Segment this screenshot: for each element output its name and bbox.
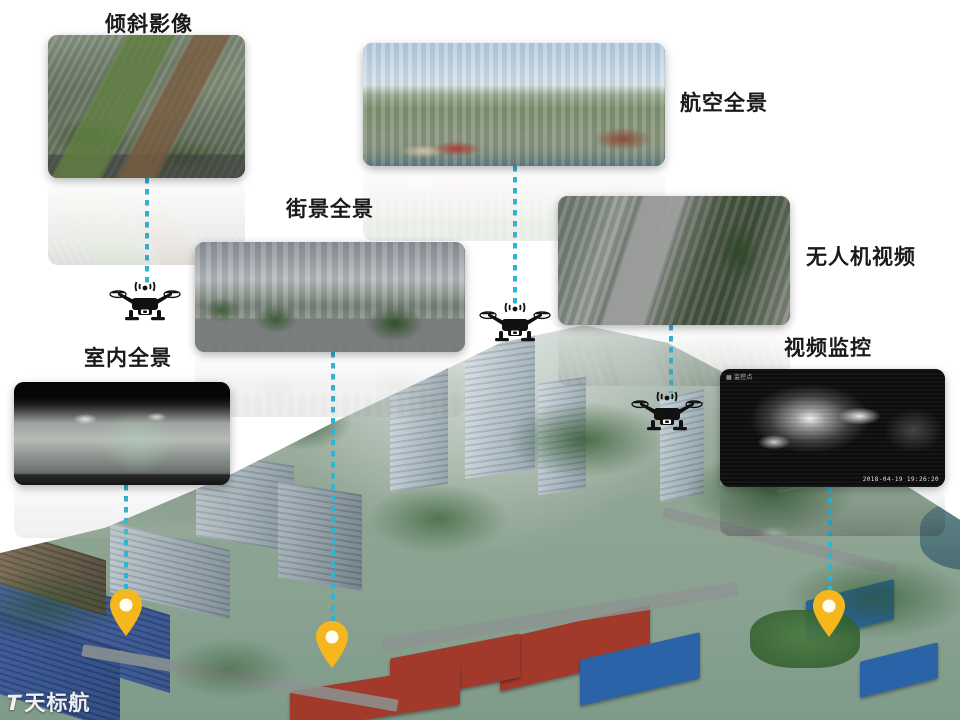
quadcopter-with-signal-icon <box>109 281 181 321</box>
reflection-indoor <box>14 486 230 538</box>
drone-icon-middle <box>478 302 552 354</box>
connector-street <box>331 352 335 624</box>
drone-icon-left <box>108 281 182 333</box>
thumb-oblique-aerial-construction-site <box>48 35 245 178</box>
map-pin-icon <box>813 590 845 637</box>
cctv-channel-tag: ▦ 监控点 <box>726 374 753 381</box>
quadcopter-with-signal-icon <box>631 391 703 431</box>
thumb-indoor-360-panorama-lobby <box>14 382 230 485</box>
label-cctv: 视频监控 <box>784 336 872 360</box>
roof <box>390 633 520 703</box>
cctv-timestamp: 2018-04-19 19:26:20 <box>862 476 939 483</box>
map-pin-middle[interactable] <box>314 620 350 674</box>
label-indoor-panorama: 室内全景 <box>84 346 172 370</box>
map-pin-right[interactable] <box>811 589 847 643</box>
map-pin-icon <box>316 621 348 668</box>
building <box>278 481 362 591</box>
card-cctv[interactable]: ▦ 监控点 2018-04-19 19:26:20 <box>720 369 945 487</box>
thumb-uav-video-street-topdown <box>558 196 790 325</box>
card-oblique[interactable] <box>48 35 245 178</box>
label-oblique: 倾斜影像 <box>105 12 193 36</box>
connector-cctv <box>828 487 832 593</box>
connector-indoor <box>124 485 128 593</box>
drone-icon-right <box>630 391 704 443</box>
label-uav-video: 无人机视频 <box>806 245 916 269</box>
card-uav-video[interactable] <box>558 196 790 325</box>
road <box>81 644 399 712</box>
thumb-aerial-360-panorama-city <box>363 43 665 166</box>
road <box>381 581 739 653</box>
thumb-street-360-panorama-campus <box>195 242 465 352</box>
map-pin-left[interactable] <box>108 588 144 642</box>
map-pin-icon <box>110 589 142 636</box>
card-indoor-panorama[interactable] <box>14 382 230 485</box>
watermark-text: 天标航 <box>24 691 91 715</box>
reflection-cctv <box>720 488 945 536</box>
watermark-mark: T <box>3 691 24 715</box>
thumb-cctv-night-parking <box>720 369 945 487</box>
quadcopter-with-signal-icon <box>479 302 551 342</box>
card-aerial-panorama[interactable] <box>363 43 665 166</box>
solar-roof <box>0 556 170 694</box>
label-street-panorama: 街景全景 <box>286 197 374 221</box>
roof <box>580 632 700 706</box>
watermark: T天标航 <box>3 691 91 715</box>
reflection-street <box>195 353 465 417</box>
label-aerial-panorama: 航空全景 <box>680 91 768 115</box>
roof <box>860 642 938 698</box>
building <box>538 376 586 496</box>
card-street-panorama[interactable] <box>195 242 465 352</box>
roof <box>500 604 650 692</box>
